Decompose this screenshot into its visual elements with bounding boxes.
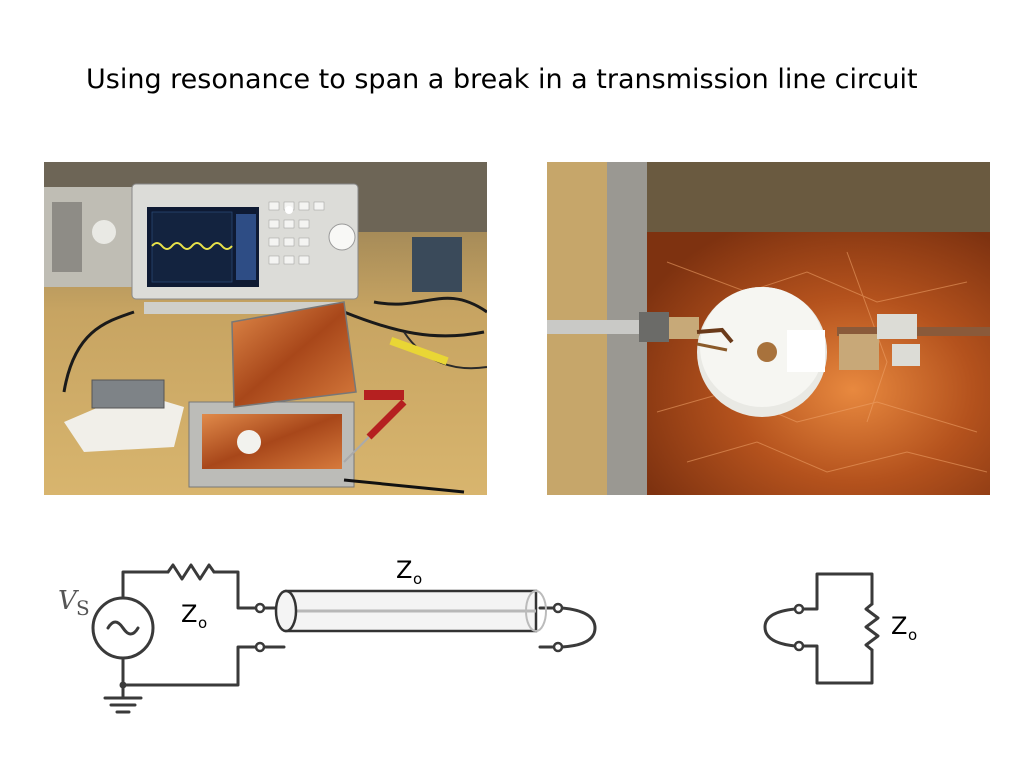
copper-box-image xyxy=(547,162,990,495)
load-resistor-symbol xyxy=(864,602,880,652)
ground-symbol xyxy=(103,683,143,714)
source-subscript: S xyxy=(76,596,90,620)
circuit-left-diagram: V S Z o Z o xyxy=(58,556,597,714)
line-impedance-subscript: o xyxy=(413,570,422,588)
load-circuit: Z o xyxy=(755,560,945,700)
load-impedance-subscript: o xyxy=(908,626,917,644)
source-label: V xyxy=(58,586,79,616)
resistor-label: Z xyxy=(181,600,197,628)
load-impedance-label: Z xyxy=(891,612,907,640)
series-resistor-symbol xyxy=(166,563,216,581)
transmission-line-symbol xyxy=(274,589,547,633)
slide-title: Using resonance to span a break in a tra… xyxy=(86,64,918,95)
circuit-right-diagram: Z o xyxy=(763,572,917,685)
lab-bench-photo xyxy=(44,162,487,495)
line-impedance-label: Z xyxy=(396,556,412,584)
copper-box-interior-photo xyxy=(547,162,990,495)
lab-bench-image xyxy=(44,162,487,495)
resistor-subscript: o xyxy=(198,614,207,632)
source-and-transmission-line-circuit: V S Z o Z o xyxy=(50,545,610,730)
